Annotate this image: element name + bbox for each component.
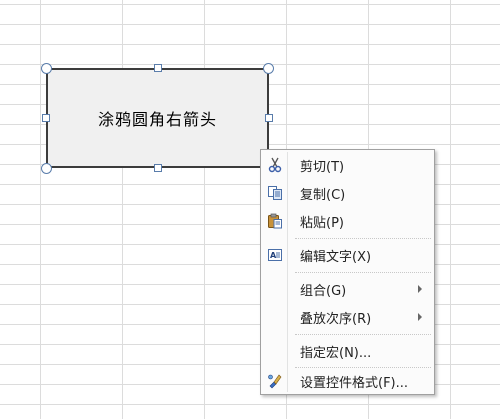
menu-item-label: 剪切(T) bbox=[300, 159, 345, 175]
submenu-arrow-icon bbox=[418, 285, 422, 293]
menu-item-label: 指定宏(N)... bbox=[300, 345, 372, 361]
menu-item-label: 编辑文字(X) bbox=[300, 249, 372, 265]
resize-handle-top[interactable] bbox=[154, 64, 162, 72]
menu-item-copy[interactable]: 复制(C) bbox=[263, 180, 432, 206]
menu-item-label: 设置控件格式(F)... bbox=[300, 375, 409, 391]
menu-item-paste[interactable]: 粘贴(P) bbox=[263, 208, 432, 234]
resize-handle-bottom-left[interactable] bbox=[41, 163, 52, 174]
edit-text-icon: A bbox=[267, 247, 283, 263]
resize-handle-top-right[interactable] bbox=[263, 63, 274, 74]
menu-item-order[interactable]: 叠放次序(R) bbox=[263, 304, 432, 330]
menu-item-cut[interactable]: 剪切(T) bbox=[263, 152, 432, 178]
shape-label: 涂鸦圆角右箭头 bbox=[97, 110, 217, 129]
menu-separator bbox=[295, 367, 431, 368]
menu-item-label: 复制(C) bbox=[300, 187, 346, 203]
resize-handle-bottom[interactable] bbox=[154, 164, 162, 172]
svg-text:A: A bbox=[270, 251, 277, 260]
menu-item-label: 粘贴(P) bbox=[300, 215, 344, 231]
copy-icon bbox=[267, 185, 283, 201]
resize-handle-top-left[interactable] bbox=[41, 63, 52, 74]
format-control-icon bbox=[267, 373, 283, 389]
menu-separator bbox=[295, 272, 431, 273]
menu-item-assign-macro[interactable]: 指定宏(N)... bbox=[263, 338, 432, 364]
menu-item-label: 叠放次序(R) bbox=[300, 311, 372, 327]
rounded-arrow-shape[interactable]: 涂鸦圆角右箭头 bbox=[46, 68, 269, 168]
menu-item-label: 组合(G) bbox=[300, 283, 347, 299]
resize-handle-left[interactable] bbox=[42, 114, 50, 122]
menu-item-edit-text[interactable]: A 编辑文字(X) bbox=[263, 242, 432, 268]
paste-icon bbox=[267, 213, 283, 229]
menu-separator bbox=[295, 334, 431, 335]
resize-handle-right[interactable] bbox=[265, 114, 273, 122]
submenu-arrow-icon bbox=[418, 313, 422, 321]
scissors-icon bbox=[267, 157, 283, 173]
menu-item-group[interactable]: 组合(G) bbox=[263, 276, 432, 302]
menu-separator bbox=[295, 238, 431, 239]
menu-item-format-control[interactable]: 设置控件格式(F)... bbox=[263, 368, 432, 394]
context-menu: 剪切(T) 复制(C) 粘贴(P) bbox=[260, 149, 435, 395]
